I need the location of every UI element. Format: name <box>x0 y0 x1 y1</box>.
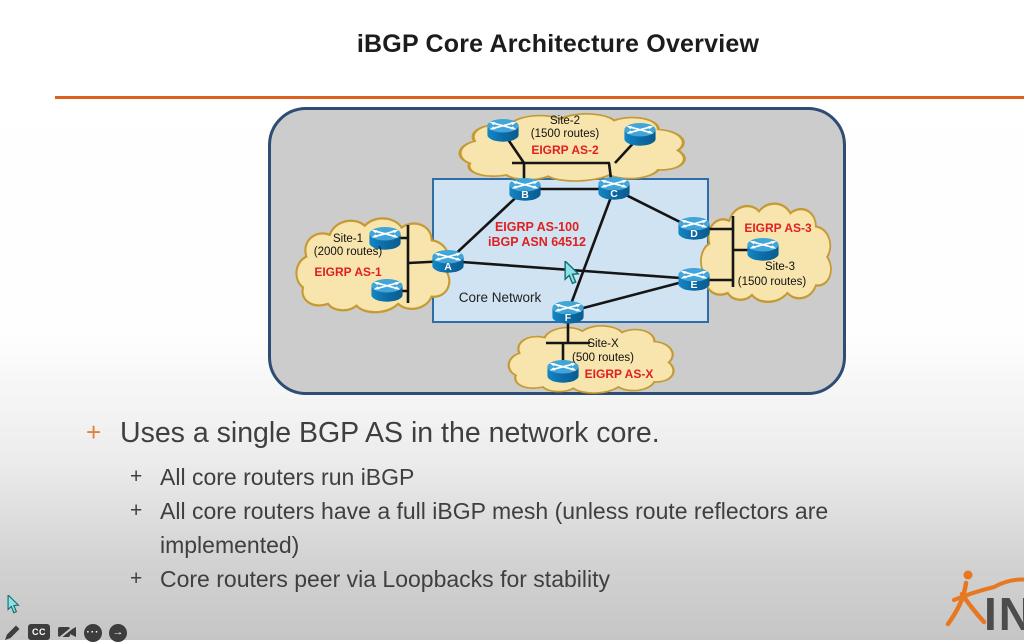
bullet-sub-3-text: Core routers peer via Loopbacks for stab… <box>160 566 610 592</box>
core-router-a: A <box>431 248 465 274</box>
bullet-level1-text: Uses a single BGP AS in the network core… <box>120 417 660 449</box>
router-c-label: C <box>610 188 618 200</box>
router-b-label: B <box>521 189 529 201</box>
ine-logo: IN <box>945 570 1024 640</box>
site3-routes: (1500 routes) <box>737 276 807 288</box>
core-router-d: D <box>677 215 711 241</box>
plus-marker: + <box>130 499 143 522</box>
bullet-sub-1: + All core routers run iBGP <box>130 460 966 494</box>
closed-captions-icon[interactable]: CC <box>28 624 50 640</box>
ine-logo-letters: IN <box>984 588 1024 640</box>
router-d-label: D <box>690 228 698 240</box>
site2-labels: Site-2 (1500 routes) EIGRP AS-2 <box>495 115 635 157</box>
site1-asn: EIGRP AS-1 <box>314 265 382 279</box>
player-controls: CC ··· → <box>3 624 127 642</box>
site3-name: Site-3 <box>764 261 796 273</box>
bullet-sub-2: + All core routers have a full iBGP mesh… <box>130 494 966 562</box>
site2-routes: (1500 routes) <box>530 128 600 140</box>
router-a-label: A <box>444 261 452 273</box>
core-as-labels: EIGRP AS-100 iBGP ASN 64512 <box>467 220 607 250</box>
core-network-label: Core Network <box>458 290 542 305</box>
core-router-f: F <box>551 299 585 325</box>
sitex-asn: EIGRP AS-X <box>584 367 654 381</box>
title-divider <box>55 96 1024 99</box>
page-title: iBGP Core Architecture Overview <box>356 30 760 58</box>
small-cursor-icon <box>7 595 20 614</box>
core-eigrp-as: EIGRP AS-100 <box>494 220 580 234</box>
site3-router <box>746 236 780 262</box>
bullet-sub-3: + Core routers peer via Loopbacks for st… <box>130 562 966 596</box>
site1-routes: (2000 routes) <box>313 246 383 258</box>
plus-marker: + <box>86 417 102 447</box>
router-f-label: F <box>564 312 572 324</box>
site3-asn: EIGRP AS-3 <box>744 221 812 235</box>
core-network-box <box>432 178 709 323</box>
core-router-c: C <box>597 175 631 201</box>
plus-marker: + <box>130 567 143 590</box>
bullet-sub-2-text: All core routers have a full iBGP mesh (… <box>160 498 829 558</box>
core-router-e: E <box>677 266 711 292</box>
site1-labels: Site-1 (2000 routes) EIGRP AS-1 <box>278 233 418 279</box>
core-router-b: B <box>508 176 542 202</box>
site2-asn: EIGRP AS-2 <box>531 143 599 157</box>
topology-links <box>386 134 750 366</box>
bullet-sublist: + All core routers run iBGP + All core r… <box>130 460 966 596</box>
site2-name: Site-2 <box>549 115 581 127</box>
camera-off-icon[interactable] <box>57 624 77 640</box>
plus-marker: + <box>130 465 143 488</box>
site1-router-bottom <box>370 277 404 303</box>
bullet-list: + Uses a single BGP AS in the network co… <box>86 414 966 596</box>
network-diagram: B C A D E F Site-2 (1500 routes) EIGRP A… <box>268 103 851 397</box>
bullet-sub-1-text: All core routers run iBGP <box>160 464 415 490</box>
sitex-routes: (500 routes) <box>571 352 634 364</box>
router-e-label: E <box>690 279 698 291</box>
site1-name: Site-1 <box>332 233 364 245</box>
sitex-name: Site-X <box>587 338 619 350</box>
more-options-icon[interactable]: ··· <box>84 624 102 642</box>
mouse-cursor-icon <box>564 261 580 285</box>
bullet-level1: + Uses a single BGP AS in the network co… <box>86 414 966 452</box>
next-icon[interactable]: → <box>109 624 127 642</box>
annotate-pencil-icon[interactable] <box>3 624 21 642</box>
core-ibgp-asn: iBGP ASN 64512 <box>488 235 586 249</box>
